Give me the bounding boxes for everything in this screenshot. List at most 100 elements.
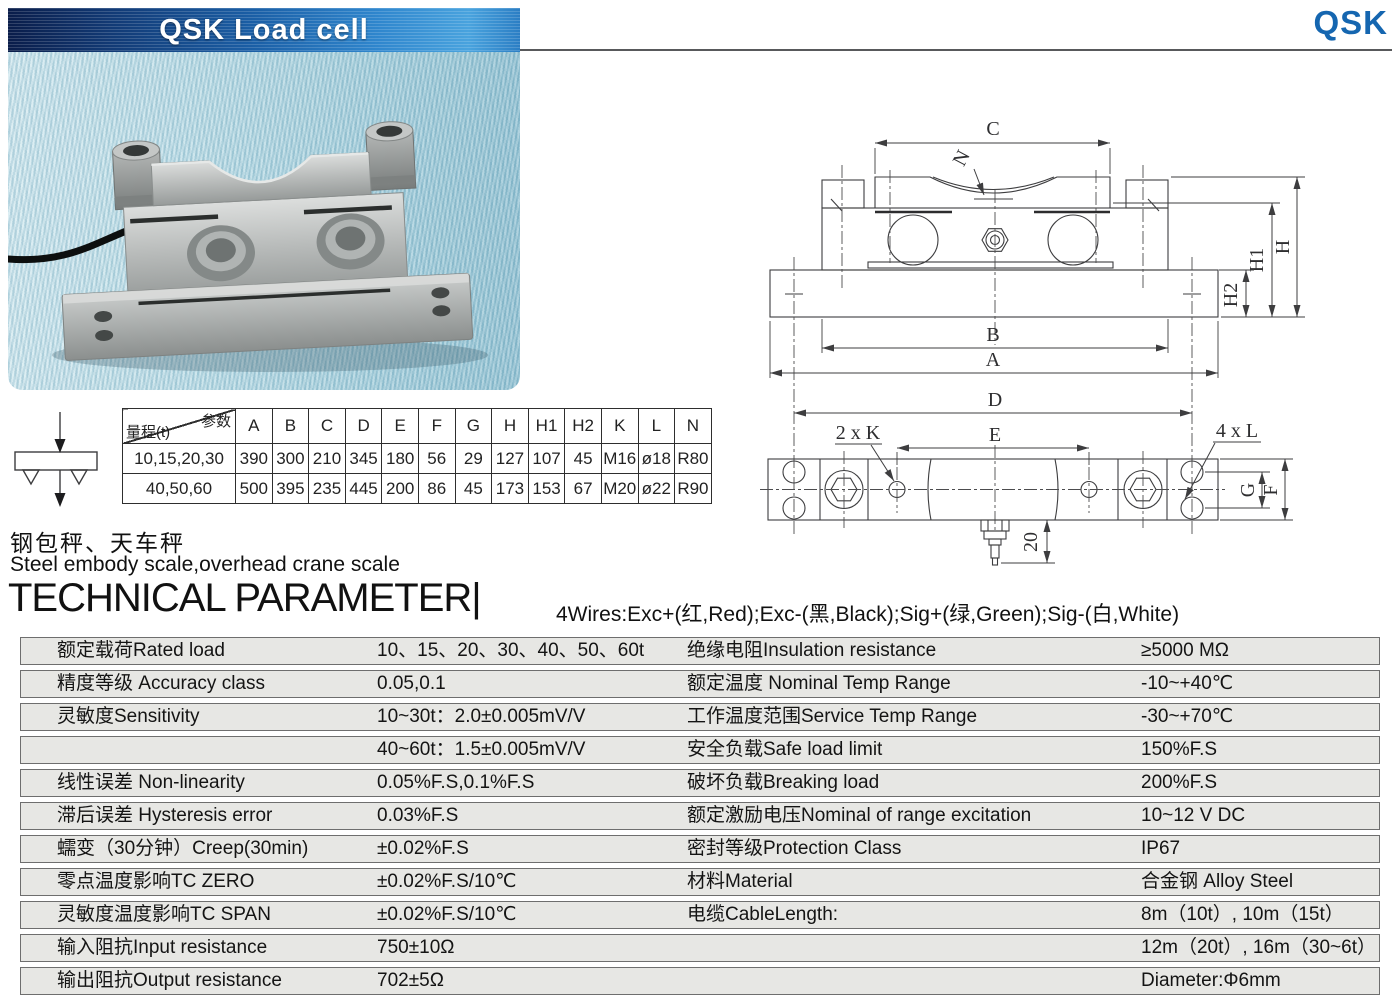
col-header: L: [637, 408, 676, 444]
param-value: ±0.02%F.S/10℃: [377, 871, 517, 892]
dim-value: 300: [271, 443, 310, 474]
dim-value: 45: [454, 473, 493, 504]
dim-value: 235: [308, 473, 346, 504]
col-header: N: [674, 408, 712, 444]
product-photo: [8, 52, 520, 390]
param-label: 电缆CableLength:: [687, 904, 839, 925]
param-value: 40~60t：1.5±0.005mV/V: [377, 739, 586, 760]
param-value: 合金钢 Alloy Steel: [1141, 871, 1294, 892]
table-row: 40,50,60 500 395 235 445 200 86 45 173 1…: [122, 473, 712, 504]
load-cell-photo-illustration: [8, 121, 488, 372]
param-value: 150%F.S: [1141, 739, 1218, 760]
table-row: 零点温度影响TC ZERO ±0.02%F.S/10℃ 材料Material 合…: [20, 868, 1380, 896]
dim-value: M16: [600, 443, 639, 474]
param-label: 额定载荷Rated load: [57, 640, 225, 661]
dim-value: 173: [491, 473, 529, 504]
table-row: 灵敏度温度影响TC SPAN ±0.02%F.S/10℃ 电缆CableLeng…: [20, 901, 1380, 929]
corner-label-range: 量程(t): [126, 424, 171, 441]
param-value: ≥5000 MΩ: [1141, 640, 1230, 661]
table-row: 精度等级 Accuracy class 0.05,0.1 额定温度 Nomina…: [20, 670, 1380, 698]
dim-label-H2: H2: [1220, 283, 1242, 307]
header-rule: [520, 49, 1392, 51]
param-label: 输出阻抗Output resistance: [57, 970, 282, 991]
param-value: 0.05%F.S,0.1%F.S: [377, 772, 535, 793]
param-label: 蠕变（30分钟）Creep(30min): [57, 838, 309, 859]
dim-label-C: C: [986, 118, 999, 140]
param-value: 750±10Ω: [377, 937, 455, 958]
capacity-range: 40,50,60: [122, 473, 236, 504]
table-row: 输入阻抗Input resistance 750±10Ω 12m（20t）, 1…: [20, 934, 1380, 962]
table-row: 输出阻抗Output resistance 702±5Ω Diameter:Φ6…: [20, 967, 1380, 995]
param-label: 安全负载Safe load limit: [687, 739, 883, 760]
dimension-table-corner-cell: 参数 量程(t): [122, 408, 236, 444]
dim-value: ø18: [637, 443, 676, 474]
front-dimensions: C N H H1 H2 B A D: [769, 118, 1305, 417]
param-value: IP67: [1141, 838, 1181, 859]
col-header: H1: [527, 408, 566, 444]
dimension-table-header: 参数 量程(t) A B C D E F G H H1 H2 K L N: [122, 408, 712, 444]
param-value: -30~+70℃: [1141, 706, 1234, 727]
dim-value: 390: [235, 443, 273, 474]
col-header: C: [308, 408, 346, 444]
param-label: 灵敏度温度影响TC SPAN: [57, 904, 271, 925]
technical-drawing: C N H H1 H2 B A D: [760, 118, 1305, 566]
param-label: 密封等级Protection Class: [687, 838, 902, 859]
param-value: 10~30t：2.0±0.005mV/V: [377, 706, 586, 727]
param-label: 灵敏度Sensitivity: [57, 706, 200, 727]
dim-value: 395: [271, 473, 310, 504]
dim-label-A: A: [986, 349, 1001, 371]
table-row: 灵敏度Sensitivity 10~30t：2.0±0.005mV/V 工作温度…: [20, 703, 1380, 731]
dim-label-B: B: [986, 324, 999, 346]
col-header: K: [600, 408, 639, 444]
col-header: E: [381, 408, 419, 444]
param-value: ±0.02%F.S: [377, 838, 469, 859]
param-value: ±0.02%F.S/10℃: [377, 904, 517, 925]
dim-value: 107: [527, 443, 566, 474]
dim-label-D: D: [988, 389, 1002, 411]
dim-value: 127: [491, 443, 529, 474]
corner-label-parameter: 参数: [200, 413, 231, 430]
table-row: 额定载荷Rated load 10、15、20、30、40、50、60t 绝缘电…: [20, 637, 1380, 665]
dim-value: R80: [674, 443, 712, 474]
param-label: 材料Material: [687, 871, 793, 892]
param-label: 额定温度 Nominal Temp Range: [687, 673, 951, 694]
param-value: 0.03%F.S: [377, 805, 459, 826]
dim-value: 210: [308, 443, 346, 474]
dim-value: 180: [381, 443, 419, 474]
param-label: 滞后误差 Hysteresis error: [57, 805, 273, 826]
param-value: 10、15、20、30、40、50、60t: [377, 640, 645, 661]
application-cn: 钢包秤、天车秤: [10, 530, 185, 556]
param-label: 零点温度影响TC ZERO: [57, 871, 255, 892]
param-value: 702±5Ω: [377, 970, 444, 991]
application-en: Steel embody scale,overhead crane scale: [10, 553, 400, 576]
col-header: D: [344, 408, 383, 444]
param-label: 线性误差 Non-linearity: [57, 772, 245, 793]
table-row: 滞后误差 Hysteresis error 0.03%F.S 额定激励电压Nom…: [20, 802, 1380, 830]
param-value: 10~12 V DC: [1141, 805, 1246, 826]
dimension-table: 参数 量程(t) A B C D E F G H H1 H2 K L N 10,…: [122, 408, 712, 504]
dim-value: 200: [381, 473, 419, 504]
dim-label-N: N: [949, 147, 975, 170]
param-value: 12m（20t）, 16m（30~6t）: [1141, 937, 1376, 958]
dim-value: M20: [600, 473, 639, 504]
col-header: H2: [564, 408, 602, 444]
dim-value: 345: [344, 443, 383, 474]
wiring-note: 4Wires:Exc+(红,Red);Exc-(黑,Black);Sig+(绿,…: [556, 603, 1180, 626]
dim-label-G: G: [1237, 483, 1259, 497]
param-value: 8m（10t）, 10m（15t）: [1141, 904, 1344, 925]
capacity-range: 10,15,20,30: [122, 443, 236, 474]
parameter-table: 额定载荷Rated load 10、15、20、30、40、50、60t 绝缘电…: [20, 637, 1380, 996]
table-row: 10,15,20,30 390 300 210 345 180 56 29 12…: [122, 443, 712, 474]
dim-value: 86: [417, 473, 456, 504]
col-header: G: [454, 408, 493, 444]
plan-view: [760, 445, 1225, 566]
table-row: 40~60t：1.5±0.005mV/V 安全负载Safe load limit…: [20, 736, 1380, 764]
param-label: 绝缘电阻Insulation resistance: [687, 640, 937, 661]
dim-value: ø22: [637, 473, 676, 504]
param-value: -10~+40℃: [1141, 673, 1234, 694]
dim-label-F: F: [1260, 484, 1282, 495]
dim-value: 500: [235, 473, 273, 504]
dim-label-E: E: [989, 424, 1001, 446]
col-header: H: [491, 408, 529, 444]
plan-dimensions: E 2 x K 4 x L G F 20: [835, 420, 1293, 564]
